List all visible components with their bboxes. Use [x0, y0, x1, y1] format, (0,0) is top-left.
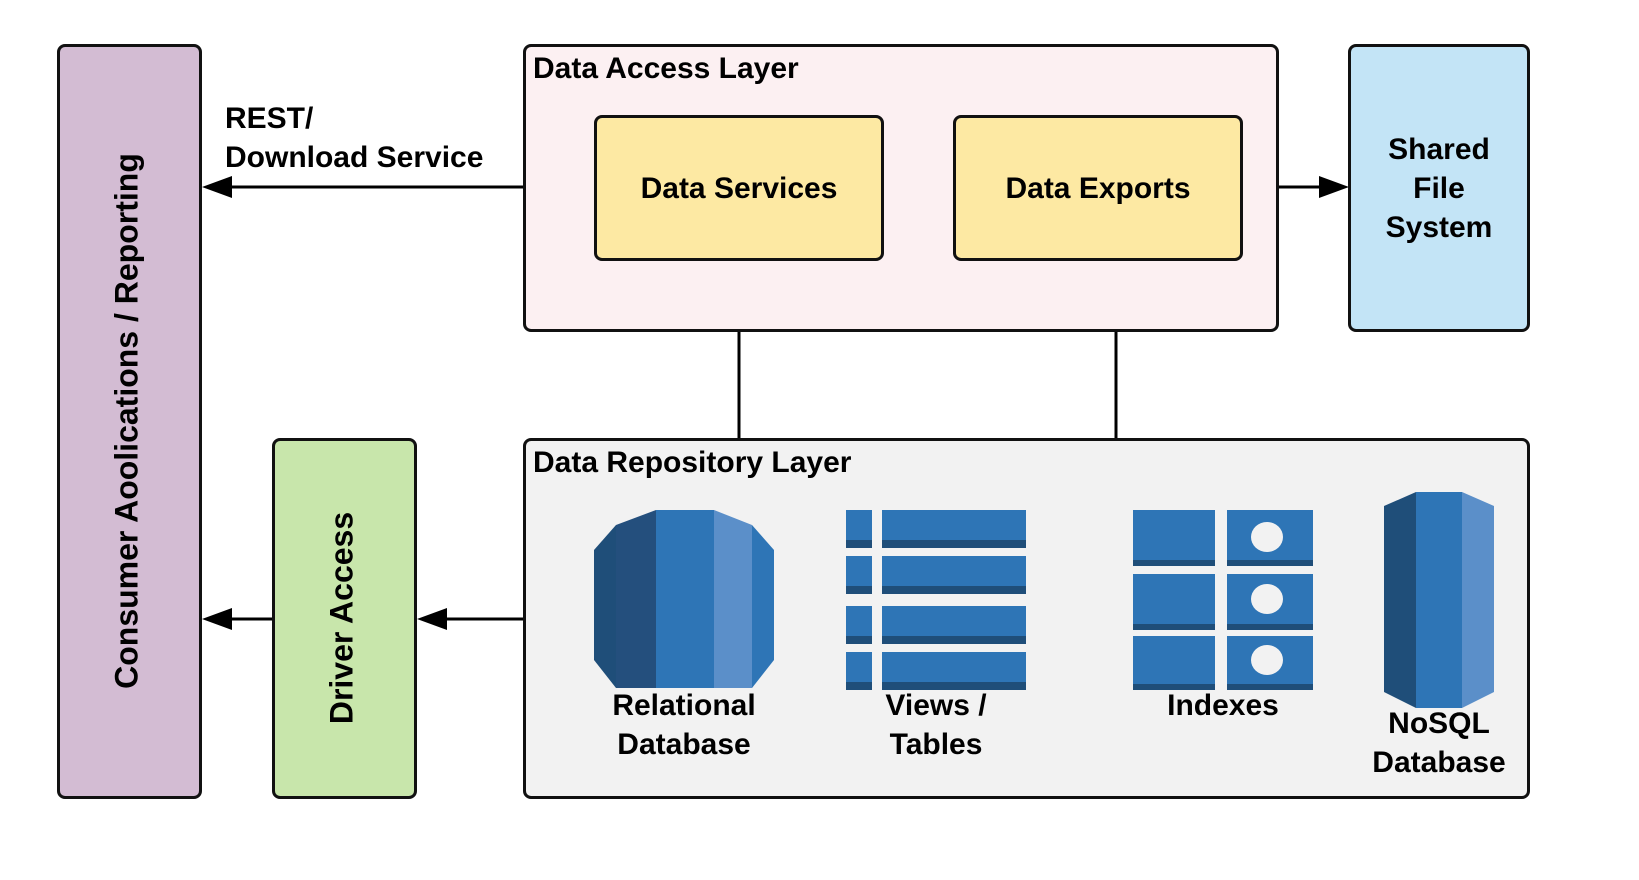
rest-arrowhead: [202, 176, 232, 198]
data-exports-box: Data Exports: [953, 115, 1243, 261]
driver-access-box: [272, 438, 417, 799]
shared-fs-line1: Shared: [1388, 132, 1490, 166]
driver-access-label: Driver Access: [323, 511, 360, 725]
views-tables-label: Views / Tables: [836, 686, 1036, 764]
views-tables-icon: [846, 510, 1026, 690]
rest-label-line1: REST/: [225, 102, 314, 135]
views-line1: Views /: [885, 689, 987, 722]
data-services-box: Data Services: [594, 115, 884, 261]
export-arrowhead: [1319, 176, 1349, 198]
rest-download-label: REST/ Download Service: [225, 99, 483, 177]
repo-to-driver-arrowhead: [417, 608, 447, 630]
data-repository-layer-title: Data Repository Layer: [533, 446, 852, 479]
relational-line2: Database: [617, 728, 751, 761]
shared-file-system-label: Shared File System: [1386, 130, 1493, 247]
data-access-layer-title: Data Access Layer: [533, 52, 799, 85]
shared-fs-line2: File: [1413, 171, 1465, 205]
relational-database-label: Relational Database: [584, 686, 784, 764]
consumer-applications-box: [57, 44, 202, 799]
indexes-icon: [1133, 510, 1313, 690]
nosql-line2: Database: [1372, 746, 1506, 779]
views-line2: Tables: [889, 728, 983, 761]
rest-label-line2: Download Service: [225, 141, 484, 174]
relational-database-icon: [594, 510, 774, 688]
relational-line1: Relational: [612, 689, 756, 722]
data-services-label: Data Services: [640, 171, 838, 205]
nosql-database-label: NoSQL Database: [1349, 704, 1529, 782]
nosql-database-icon: [1384, 492, 1494, 708]
consumer-applications-label: Consumer Aoolications / Reporting: [108, 153, 145, 689]
data-exports-label: Data Exports: [1005, 171, 1191, 205]
indexes-line1: Indexes: [1167, 689, 1279, 722]
shared-fs-line3: System: [1385, 210, 1493, 244]
driver-to-consumer-arrowhead: [202, 608, 232, 630]
indexes-label: Indexes: [1123, 686, 1323, 725]
shared-file-system-box: Shared File System: [1348, 44, 1530, 332]
nosql-line1: NoSQL: [1388, 707, 1490, 740]
